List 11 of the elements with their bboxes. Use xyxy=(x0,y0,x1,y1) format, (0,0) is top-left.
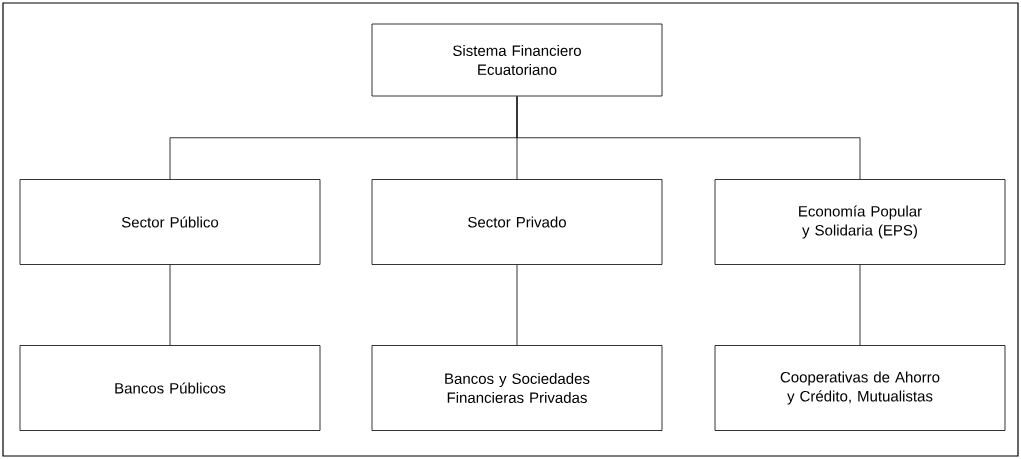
org-box: Economía Popular y Solidaria (EPS) xyxy=(714,179,1006,265)
org-box: Sistema Financiero Ecuatoriano xyxy=(371,23,663,97)
connector-line xyxy=(516,264,518,346)
connector-line xyxy=(859,264,861,346)
org-box: Cooperativas de Ahorro y Crédito, Mutualistas xyxy=(714,345,1006,431)
connector-line xyxy=(169,264,171,346)
org-box: Sector Público xyxy=(19,179,321,265)
org-box: Bancos y Sociedades Financieras Privadas xyxy=(371,345,663,431)
connector-line xyxy=(516,96,861,180)
org-box: Bancos Públicos xyxy=(19,345,321,431)
org-box: Sector Privado xyxy=(371,179,663,265)
